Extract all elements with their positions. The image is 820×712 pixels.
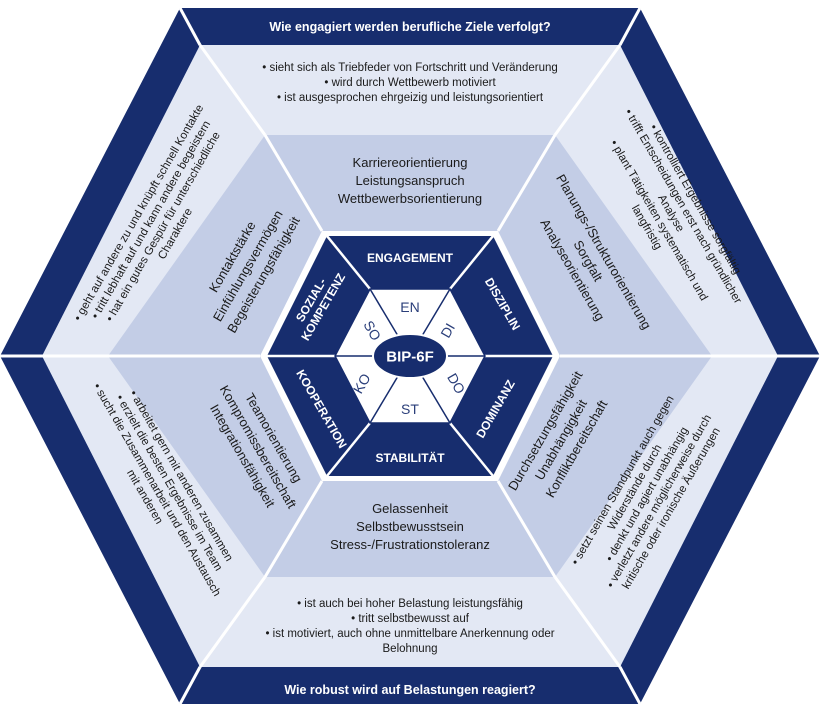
bullet-stabilitaet-4: Belohnung bbox=[383, 643, 438, 655]
dimension-spokes bbox=[267, 235, 553, 477]
question-stabilitaet: Wie robust wird auf Belastungen reagiert… bbox=[284, 683, 535, 697]
bullets-engagement: • sieht sich als Triebfeder von Fortschr… bbox=[262, 62, 558, 104]
question-engagement: Wie engagiert werden berufliche Ziele ve… bbox=[269, 20, 550, 34]
bullet-engagement-2: • wird durch Wettbewerb motiviert bbox=[324, 77, 496, 89]
bullet-stabilitaet-1: • ist auch bei hoher Belastung leistungs… bbox=[297, 598, 523, 610]
outer-spokes bbox=[0, 7, 820, 705]
dimension-engagement: ENGAGEMENT bbox=[367, 251, 454, 265]
bullet-engagement-1: • sieht sich als Triebfeder von Fortschr… bbox=[262, 62, 558, 74]
bullets-stabilitaet: • ist auch bei hoher Belastung leistungs… bbox=[265, 598, 554, 655]
bullet-stabilitaet-3: • ist motiviert, auch ohne unmittelbare … bbox=[265, 628, 554, 640]
dimension-stabilitaet: STABILITÄT bbox=[375, 450, 445, 465]
center-label: BIP-6F bbox=[386, 349, 434, 366]
abbr-disziplin: DI bbox=[437, 320, 458, 340]
trait-stabilitaet-3: Stress-/Frustrationstoleranz bbox=[330, 537, 490, 552]
abbr-engagement: EN bbox=[400, 299, 419, 315]
inner-spokes bbox=[108, 134, 712, 578]
trait-engagement-1: Karriereorientierung bbox=[353, 155, 468, 170]
center-badge bbox=[372, 333, 448, 379]
bullet-engagement-3: • ist ausgesprochen ehrgeizig und leistu… bbox=[277, 92, 544, 104]
middle-spokes bbox=[42, 44, 778, 668]
bullet-stabilitaet-2: • tritt selbstbewusst auf bbox=[351, 613, 470, 625]
abbr-stabilitaet: ST bbox=[401, 401, 419, 417]
trait-stabilitaet-2: Selbstbewusstsein bbox=[356, 519, 464, 534]
trait-engagement-3: Wettbewerbsorientierung bbox=[338, 191, 482, 206]
trait-stabilitaet-1: Gelassenheit bbox=[372, 501, 448, 516]
traits-stabilitaet: Gelassenheit Selbstbewusstsein Stress-/F… bbox=[330, 501, 490, 552]
trait-engagement-2: Leistungsanspruch bbox=[355, 173, 464, 188]
traits-engagement: Karriereorientierung Leistungsanspruch W… bbox=[338, 155, 482, 206]
